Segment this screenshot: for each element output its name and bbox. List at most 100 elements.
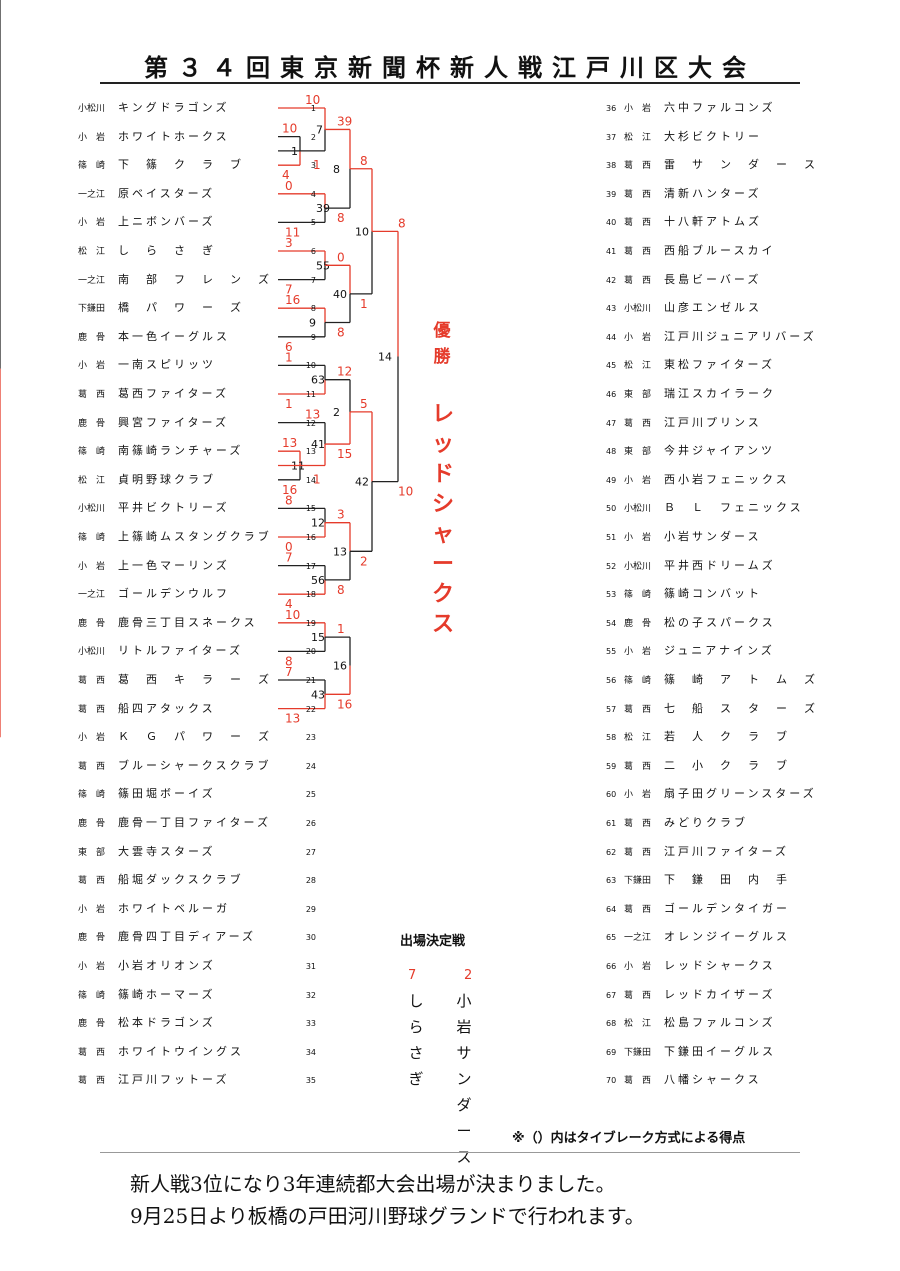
team-area: 葛 西	[78, 676, 106, 686]
team-name: 江戸川ジュニアリバーズ	[664, 329, 817, 343]
score: 10	[398, 485, 413, 499]
team-area: 下鎌田	[78, 304, 106, 315]
score: 1	[285, 350, 293, 364]
team-number: 19	[305, 618, 316, 628]
match-number: 13	[333, 545, 347, 558]
playoff-team-char: ー	[456, 1122, 472, 1140]
team-area: 松 江	[78, 475, 106, 486]
team-area: 葛 西	[78, 390, 106, 400]
team-area: 小 岩	[624, 790, 652, 801]
team-number: 16	[305, 533, 316, 542]
team-area: 小松川	[78, 504, 106, 515]
team-name: 原ベイスターズ	[118, 186, 216, 200]
team-number: 47	[606, 418, 617, 428]
team-name: 二 小 ク ラ ブ	[664, 758, 790, 772]
team-area: 小松川	[78, 104, 106, 114]
title-underline	[100, 82, 800, 84]
team-area: 小 岩	[624, 533, 652, 543]
team-number: 30	[305, 933, 316, 943]
team-name: 江戸川ファイターズ	[664, 844, 790, 858]
team-name: 長島ビーバーズ	[664, 272, 762, 286]
playoff-team-char: ン	[456, 1070, 472, 1088]
team-number: 15	[305, 504, 316, 514]
team-number: 26	[305, 819, 316, 828]
team-number: 61	[606, 819, 617, 828]
team-area: 篠 崎	[624, 676, 652, 686]
score: 39	[337, 114, 352, 128]
team-number: 45	[606, 361, 617, 371]
playoff-team-char: さ	[408, 1044, 424, 1062]
score: 2	[360, 554, 368, 568]
team-area: 一之江	[78, 590, 106, 601]
team-name: 南篠崎ランチャーズ	[118, 444, 244, 458]
team-area: 葛 西	[78, 761, 106, 772]
team-name: 東松ファイターズ	[664, 358, 776, 372]
team-area: 小 岩	[78, 218, 106, 229]
champion-team: レッドシャークス	[432, 400, 455, 640]
playoff-team-char: 岩	[456, 1018, 472, 1036]
playoff-left-score: 7	[408, 968, 417, 983]
match-number: 2	[333, 406, 340, 419]
team-area: 東 部	[78, 847, 106, 858]
team-name: ブルーシャークスクラブ	[118, 758, 272, 772]
score: 3	[337, 508, 345, 522]
score: 4	[285, 597, 293, 611]
tournament-bracket: 1104710139011839855379166400810816311111…	[0, 0, 413, 738]
team-number: 32	[305, 990, 316, 1000]
score: 4	[282, 168, 290, 182]
team-number: 1	[310, 104, 316, 113]
team-name: 葛 西 キ ラ ー ズ	[118, 673, 272, 686]
team-name: 江戸川フットーズ	[118, 1073, 230, 1087]
team-number: 8	[310, 304, 316, 314]
score: 1	[360, 297, 368, 311]
team-number: 53	[606, 590, 617, 600]
team-name: ジュニアナインズ	[664, 644, 775, 658]
match-number: 40	[333, 288, 347, 301]
champion-team-char: ッ	[432, 432, 455, 457]
match-number: 7	[316, 123, 323, 136]
playoff-left-team: しらさぎ	[407, 988, 425, 1092]
playoff-team-char: ダ	[456, 1096, 472, 1114]
team-name: 山彦エンゼルス	[664, 301, 762, 315]
team-area: 葛 西	[78, 1076, 106, 1087]
team-name: 松島ファルコンズ	[664, 1016, 776, 1030]
team-area: 葛 西	[624, 704, 652, 715]
team-number: 60	[606, 790, 617, 800]
team-number: 58	[606, 733, 617, 743]
score: 13	[282, 436, 297, 450]
score: 8	[337, 211, 345, 225]
team-name: 清新ハンターズ	[664, 186, 762, 200]
team-number: 33	[305, 1019, 316, 1029]
team-number: 7	[310, 275, 316, 285]
footer-line-1: 新人戦3位になり3年連続都大会出場が決まりました。	[130, 1172, 616, 1196]
team-area: 松 江	[624, 132, 652, 143]
team-name: 松本ドラゴンズ	[118, 1016, 216, 1030]
team-area: 小松川	[78, 647, 106, 658]
score: 6	[285, 340, 293, 354]
team-name: 平井西ドリームズ	[664, 558, 776, 572]
team-area: 小松川	[624, 504, 652, 515]
